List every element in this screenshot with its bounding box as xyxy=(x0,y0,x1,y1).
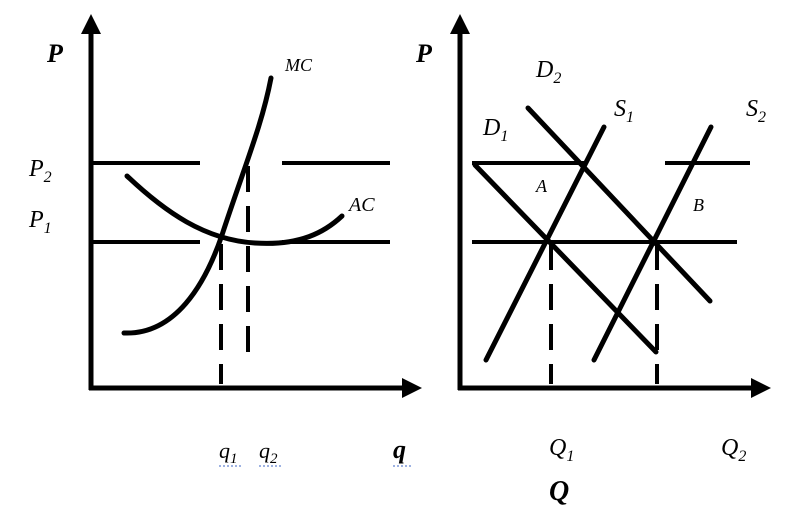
mc-curve xyxy=(121,75,274,336)
mc-label: MC xyxy=(284,55,313,75)
label-q2: q2 xyxy=(259,438,278,467)
left-x-axis-label: q xyxy=(393,435,406,464)
right-panel-market: P D2 D1 S1 S2 A B Q1 Q2 Q xyxy=(415,14,771,507)
d2-label: D2 xyxy=(535,57,561,87)
label-q1: q1 xyxy=(219,438,238,467)
left-y-axis-label: P xyxy=(46,39,64,68)
d2-curve xyxy=(525,105,713,304)
right-y-axis-label: P xyxy=(415,39,433,68)
point-b-label: B xyxy=(693,195,704,215)
s1-label: S1 xyxy=(614,96,634,126)
ac-label: AC xyxy=(347,194,375,216)
right-x-axis-label: Q xyxy=(549,476,569,507)
label-Q2: Q2 xyxy=(721,435,746,465)
point-a-label: A xyxy=(535,176,548,196)
s1-curve xyxy=(483,124,607,363)
label-Q1: Q1 xyxy=(549,435,574,465)
label-p2: P2 xyxy=(28,156,52,186)
d1-curve xyxy=(472,162,659,355)
s2-label: S2 xyxy=(746,96,766,126)
s2-curve xyxy=(591,124,714,363)
label-p1: P1 xyxy=(28,207,52,237)
d1-label: D1 xyxy=(482,115,508,145)
left-panel-firm: P P2 P1 MC AC q1 q2 q xyxy=(28,14,422,467)
ac-curve xyxy=(124,173,345,246)
